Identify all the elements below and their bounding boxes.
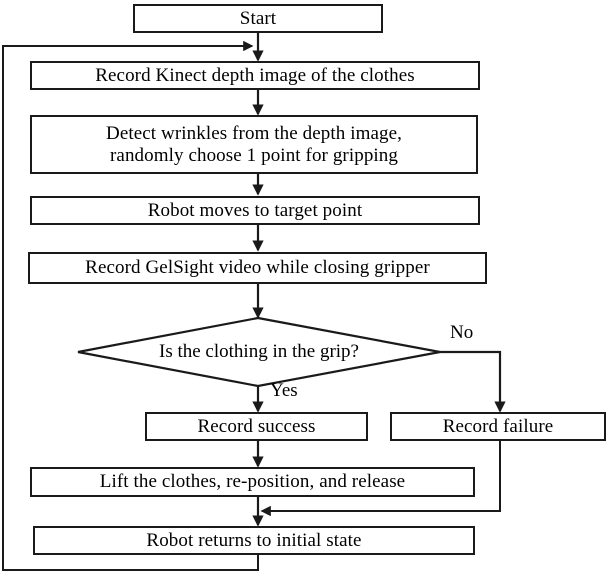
node-robot-returns-label: Robot returns to initial state [146,529,362,551]
node-record-failure-label: Record failure [442,415,554,437]
node-start[interactable]: Start [133,4,383,33]
node-robot-moves[interactable]: Robot moves to target point [30,196,480,225]
node-start-label: Start [239,7,277,29]
node-record-depth-image-label: Record Kinect depth image of the clothes [95,64,415,86]
node-detect-wrinkles-label: Detect wrinkles from the depth image, ra… [106,123,402,166]
node-robot-moves-label: Robot moves to target point [147,199,363,221]
node-record-gelsight[interactable]: Record GelSight video while closing grip… [28,252,487,284]
node-lift-clothes[interactable]: Lift the clothes, re-position, and relea… [30,467,475,497]
node-detect-wrinkles[interactable]: Detect wrinkles from the depth image, ra… [30,115,478,174]
node-record-success-label: Record success [197,415,316,437]
node-record-failure[interactable]: Record failure [390,412,606,441]
node-record-gelsight-label: Record GelSight video while closing grip… [85,257,430,279]
node-lift-clothes-label: Lift the clothes, re-position, and relea… [99,471,406,493]
node-robot-returns[interactable]: Robot returns to initial state [33,526,475,555]
edge-decision-no-to-failure [440,350,506,413]
edge-label-yes: Yes [270,380,298,401]
edge-label-no: No [450,322,474,343]
node-record-depth-image[interactable]: Record Kinect depth image of the clothes [30,61,480,90]
node-decision-grip[interactable]: Is the clothing in the grip? [78,318,440,386]
node-decision-grip-label: Is the clothing in the grip? [159,341,359,362]
node-record-success[interactable]: Record success [145,412,368,441]
